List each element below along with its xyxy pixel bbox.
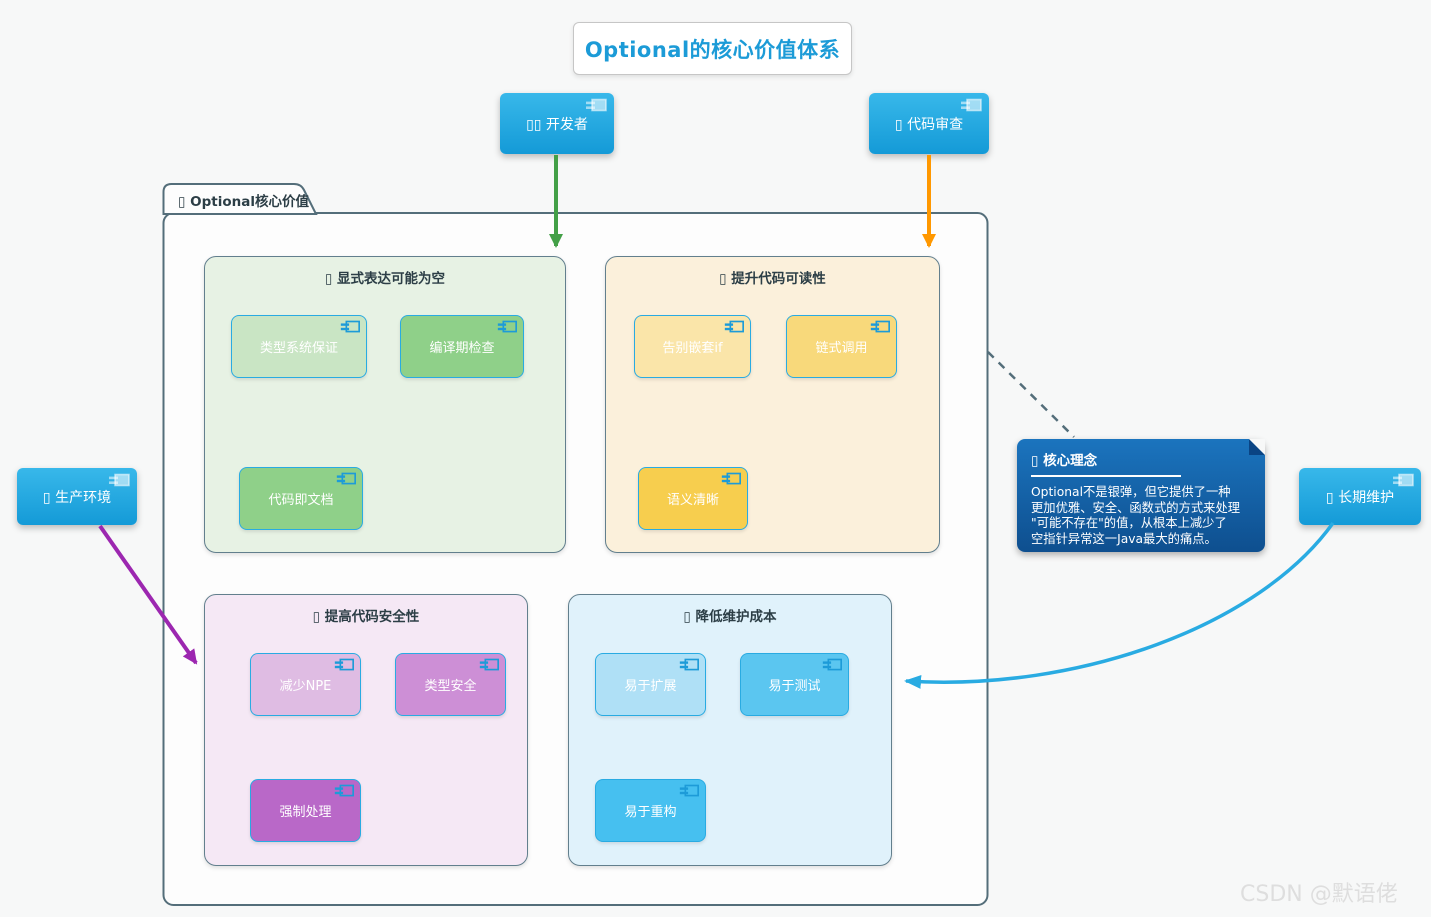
- component-chain-call: 链式调用: [786, 315, 897, 378]
- component-label: 语义清晰: [666, 493, 719, 508]
- package-title: ▯ Optional核心价值: [178, 194, 309, 210]
- actor-production: ▯ 生产环境: [17, 468, 137, 525]
- component-icon: [107, 473, 131, 488]
- component-icon: [959, 98, 983, 113]
- component-type-system: 类型系统保证: [231, 315, 367, 378]
- component-label: 链式调用: [815, 341, 868, 356]
- component-icon: [339, 320, 361, 334]
- component-label: 类型安全: [424, 679, 477, 694]
- note-divider: [1031, 475, 1181, 477]
- note-line: Optional不是银弹，但它提供了一种: [1031, 485, 1231, 499]
- section-readability-title: ▯ 提升代码可读性: [719, 271, 826, 287]
- component-icon: [678, 658, 700, 672]
- actor-maintenance-label: ▯ 长期维护: [1325, 489, 1395, 506]
- section-readability: ▯ 提升代码可读性 告别嵌套if 链式调用 语义清晰: [605, 256, 940, 553]
- component-label: 易于测试: [768, 679, 821, 694]
- component-label: 易于扩展: [624, 679, 677, 694]
- actor-developer-label: ▯▯ 开发者: [526, 116, 588, 133]
- component-icon: [678, 784, 700, 798]
- component-label: 类型系统保证: [259, 341, 338, 356]
- actor-code-review: ▯ 代码审查: [869, 93, 989, 154]
- component-icon: [869, 320, 891, 334]
- component-icon: [335, 472, 357, 486]
- component-easy-extend: 易于扩展: [595, 653, 706, 716]
- diagram-title-box: Optional的核心价值体系: [573, 22, 852, 75]
- component-forced-handling: 强制处理: [250, 779, 361, 842]
- component-easy-refactor: 易于重构: [595, 779, 706, 842]
- component-no-nested-if: 告别嵌套if: [634, 315, 751, 378]
- actor-developer: ▯▯ 开发者: [500, 93, 614, 154]
- dashed-link-package-to-note: [987, 351, 1075, 438]
- component-label: 强制处理: [279, 805, 332, 820]
- section-explicit-null-title: ▯ 显式表达可能为空: [324, 271, 446, 287]
- actor-production-label: ▯ 生产环境: [42, 489, 112, 506]
- section-explicit-null: ▯ 显式表达可能为空 类型系统保证 编译期检查 代码即文档: [204, 256, 566, 553]
- component-clear-semantics: 语义清晰: [638, 467, 748, 530]
- component-label: 告别嵌套if: [662, 341, 723, 356]
- component-icon: [584, 98, 608, 113]
- component-code-as-doc: 代码即文档: [239, 467, 363, 530]
- note-line: "可能不存在"的值，从根本上减少了: [1031, 516, 1227, 530]
- component-icon: [723, 320, 745, 334]
- note-line: 空指针异常这一Java最大的痛点。: [1031, 531, 1217, 546]
- note-core-idea: ▯ 核心理念 Optional不是银弹，但它提供了一种 更加优雅、安全、函数式的…: [1017, 439, 1265, 552]
- section-safety-title: ▯ 提高代码安全性: [312, 609, 420, 625]
- component-type-safety: 类型安全: [395, 653, 506, 716]
- component-reduce-npe: 减少NPE: [250, 653, 361, 716]
- component-label: 编译期检查: [429, 341, 495, 356]
- arrow-production-to-safety: [98, 524, 198, 665]
- component-compile-check: 编译期检查: [400, 315, 524, 378]
- note-title: ▯ 核心理念: [1031, 453, 1098, 469]
- section-maintenance-cost-title: ▯ 降低维护成本: [683, 609, 777, 625]
- note-fold-cut: [1249, 439, 1265, 455]
- actor-code-review-label: ▯ 代码审查: [894, 116, 964, 133]
- component-icon: [333, 658, 355, 672]
- component-label: 代码即文档: [268, 493, 334, 508]
- component-label: 易于重构: [624, 805, 677, 820]
- component-icon: [821, 658, 843, 672]
- component-label: 减少NPE: [279, 679, 332, 694]
- diagram-title: Optional的核心价值体系: [584, 37, 841, 62]
- component-icon: [333, 784, 355, 798]
- component-icon: [720, 472, 742, 486]
- component-icon: [1391, 473, 1415, 488]
- actor-maintenance: ▯ 长期维护: [1299, 468, 1421, 525]
- component-icon: [478, 658, 500, 672]
- section-maintenance-cost: ▯ 降低维护成本 易于扩展 易于测试 易于重构: [568, 594, 892, 866]
- component-easy-test: 易于测试: [740, 653, 849, 716]
- section-safety: ▯ 提高代码安全性 减少NPE 类型安全 强制处理: [204, 594, 528, 866]
- note-line: 更加优雅、安全、函数式的方式来处理: [1031, 500, 1241, 515]
- watermark: CSDN @默语佬: [1240, 882, 1398, 907]
- component-icon: [496, 320, 518, 334]
- note-body: Optional不是银弹，但它提供了一种 更加优雅、安全、函数式的方式来处理 "…: [1031, 485, 1257, 547]
